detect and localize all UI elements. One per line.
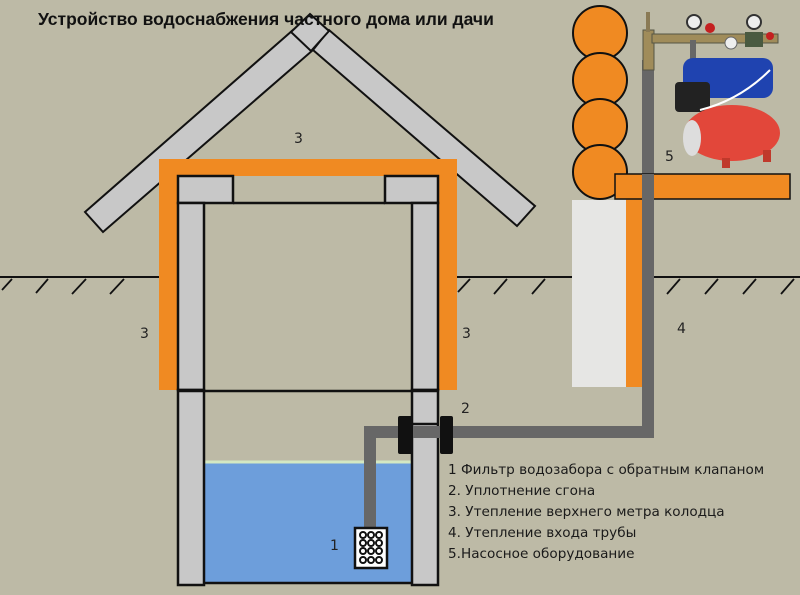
ground-line (0, 276, 800, 295)
pump-station (642, 12, 780, 168)
label-pump: 5 (665, 149, 674, 165)
legend-item: 3. Утепление верхнего метра колодца (448, 504, 725, 520)
upper-well-ring (176, 174, 440, 392)
house-floor (614, 173, 791, 200)
label-roof-insulation: 3 (294, 131, 303, 147)
legend-item: 1 Фильтр водозабора с обратным клапаном (448, 462, 765, 478)
label-filter: 1 (330, 538, 339, 554)
pipe-seal (398, 416, 453, 454)
label-pipe-insulation: 4 (677, 321, 686, 337)
diagram-title: Устройство водоснабжения частного дома и… (38, 9, 494, 29)
house-foundation (572, 200, 626, 387)
well-insulation (159, 159, 457, 390)
well-roof (83, 12, 537, 234)
legend-item: 5.Насосное оборудование (448, 546, 635, 562)
filter-icon (353, 526, 389, 570)
label-right-insulation: 3 (462, 326, 471, 342)
legend-item: 2. Уплотнение сгона (448, 483, 596, 499)
house-log-wall (572, 5, 628, 200)
lower-well-ring (176, 388, 440, 587)
legend: 1 Фильтр водозабора с обратным клапаном … (448, 460, 764, 565)
legend-item: 4. Утепление входа трубы (448, 525, 637, 541)
label-seal: 2 (461, 401, 470, 417)
label-left-insulation: 3 (140, 326, 149, 342)
pipe-entry-insulation (626, 198, 642, 387)
